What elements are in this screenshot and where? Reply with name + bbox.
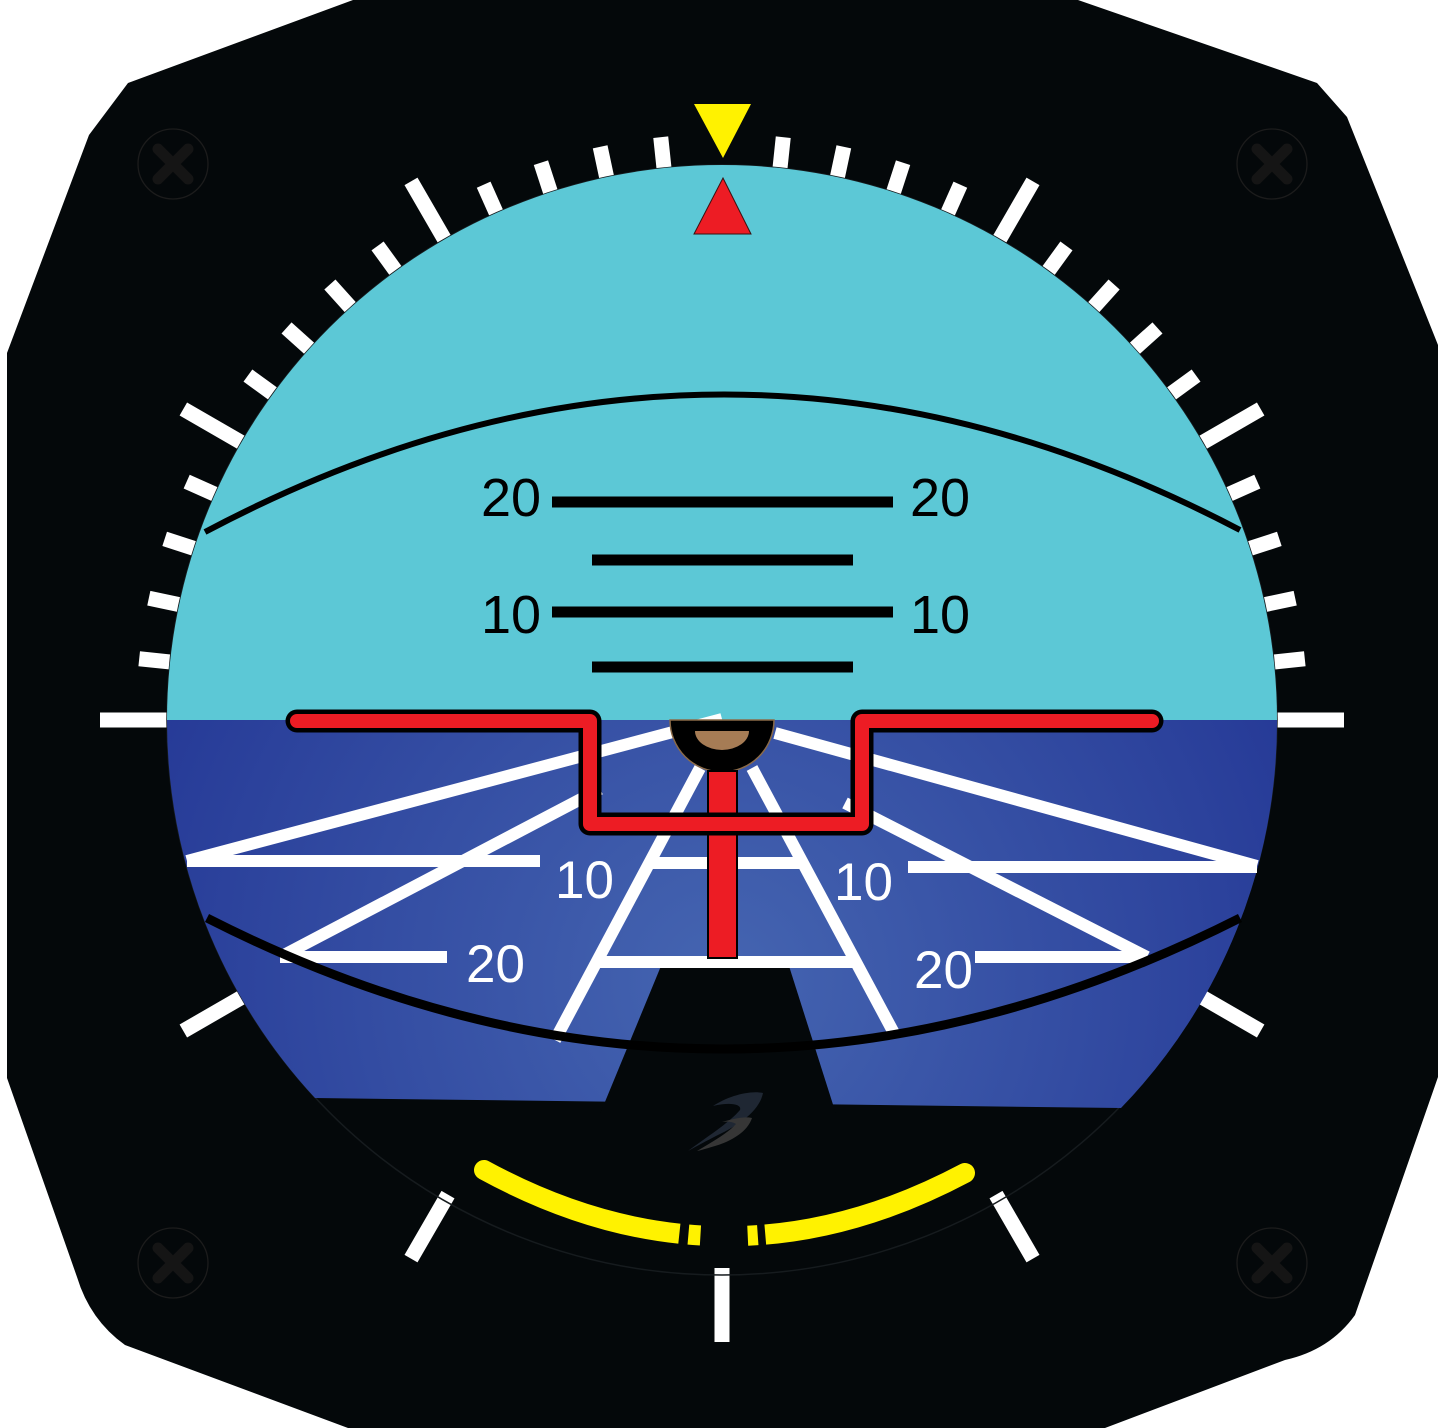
long-bank-tick	[1192, 402, 1265, 453]
ground-radial-left-1	[185, 713, 724, 867]
pitch-label-10-right: 10	[910, 585, 970, 645]
bank-scale-ticks	[100, 136, 1344, 1342]
pitch-label-20-left: 20	[481, 468, 541, 528]
swoosh-logo-icon	[688, 1092, 763, 1151]
long-bank-tick	[1192, 987, 1265, 1038]
center-dome-brown	[695, 731, 749, 750]
ground-label-left-20: 20	[466, 935, 525, 994]
long-bank-tick	[179, 987, 252, 1038]
sky-area	[167, 165, 1277, 720]
long-bank-tick	[179, 402, 252, 453]
screw-bottom-left-icon	[137, 1227, 209, 1299]
ground-label-left-10: 10	[555, 851, 614, 910]
lower-bank-arc	[204, 913, 1243, 1054]
ground-radial-left-2	[277, 783, 603, 963]
long-bank-tick	[989, 1190, 1040, 1263]
screw-top-right-icon	[1236, 128, 1308, 200]
long-bank-tick	[404, 177, 455, 250]
bank-pointer-triangle-down-icon	[694, 104, 751, 158]
upper-bank-arc	[203, 391, 1242, 535]
slip-reference-arc	[474, 1158, 975, 1250]
pitch-label-10-left: 10	[481, 585, 541, 645]
long-bank-tick	[989, 177, 1040, 250]
pitch-ladder: 20 20 10 10	[481, 468, 970, 673]
bank-index-triangle-up-icon	[693, 176, 752, 235]
ground-housing	[600, 966, 836, 1114]
aircraft-symbol	[285, 709, 1164, 836]
long-bank-tick	[404, 1190, 455, 1263]
screw-bottom-right-icon	[1236, 1227, 1308, 1299]
ground-pointer-stick	[707, 770, 738, 959]
ground-label-right-20: 20	[914, 941, 973, 1000]
screw-top-left-icon	[137, 128, 209, 200]
pitch-label-20-right: 20	[910, 468, 970, 528]
ground-radial-right-2	[842, 797, 1150, 963]
ground-label-right-10: 10	[834, 853, 893, 912]
